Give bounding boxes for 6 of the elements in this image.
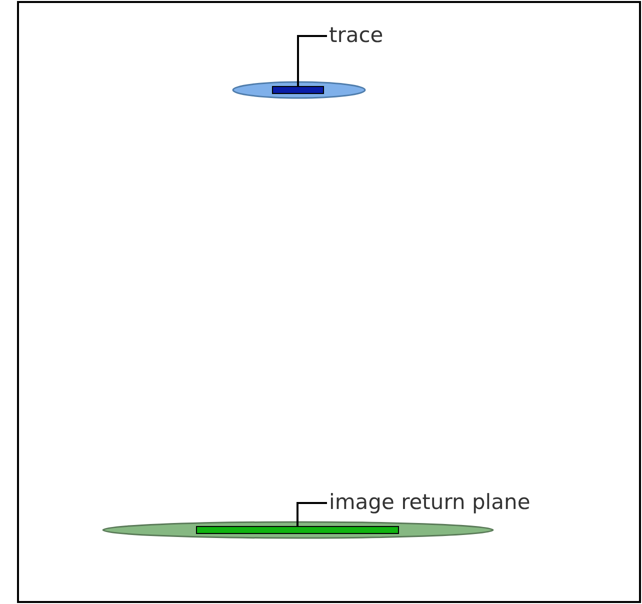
leader-line <box>297 35 327 86</box>
return-plane-bar <box>196 526 399 534</box>
part-label: trace <box>329 22 384 48</box>
trace-bar <box>272 86 324 94</box>
part-label: image return plane <box>329 489 530 515</box>
leader-line <box>296 502 327 526</box>
